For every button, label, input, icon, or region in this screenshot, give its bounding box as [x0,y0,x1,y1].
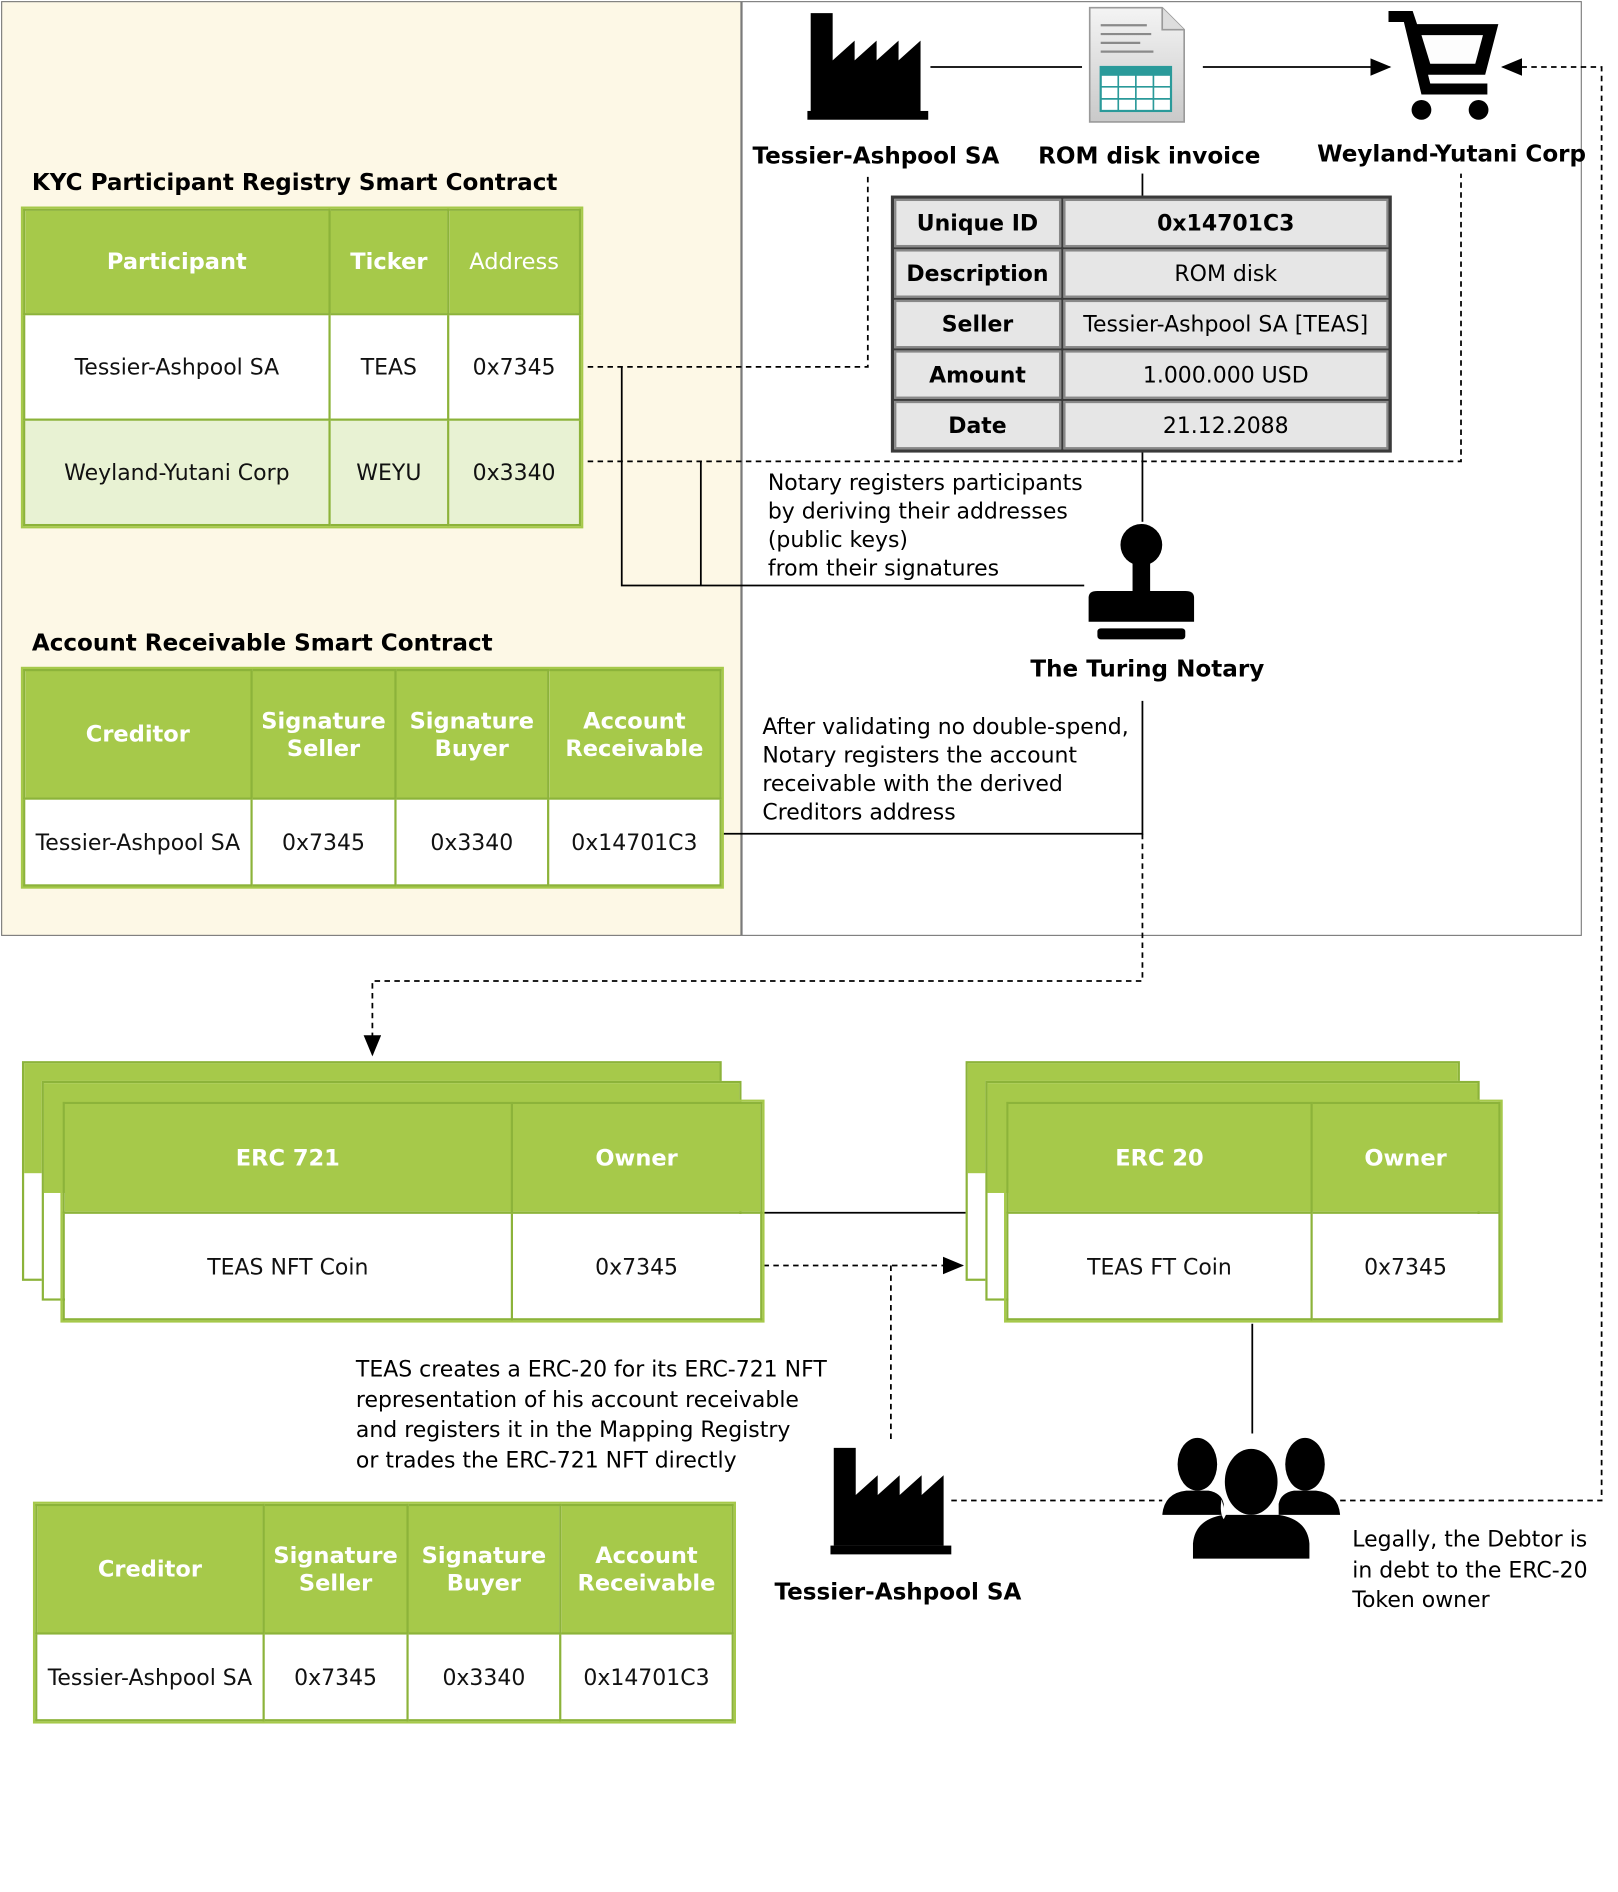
invoice-key: Unique ID [894,198,1061,248]
buyer-label: Weyland-Yutani Corp [1317,140,1587,167]
ar-cell: 0x3340 [394,797,550,887]
note-line: (public keys) [767,526,908,553]
bottom-seller-label: Tessier-Ashpool SA [774,1578,1022,1605]
kyc-cell: 0x7345 [447,313,582,421]
invoice-key: Seller [894,299,1061,349]
invoice-value: 21.12.2088 [1062,400,1389,450]
factory-icon [830,1447,952,1555]
note-line: receivable with the derived [762,770,1063,797]
invoice-value: 1.000.000 USD [1062,350,1389,399]
ar-header-seller: Signature Seller [250,668,397,800]
invoice-value: ROM disk [1062,249,1389,298]
erc20-header: ERC 20 [1006,1101,1313,1214]
kyc-cell: WEYU [328,418,450,527]
note-line: Creditors address [762,798,956,825]
erc20-token-cell: TEAS FT Coin [1006,1211,1313,1321]
right-panel [741,1,1582,936]
token-holders-group-icon [1162,1437,1341,1559]
erc721-owner-header: Owner [510,1101,763,1214]
note-line: from their signatures [767,554,1000,582]
invoice-table: Unique ID 0x14701C3 Description ROM disk… [890,195,1392,453]
notary-label: The Turing Notary [1030,655,1265,683]
invoice-key: Description [894,249,1061,298]
bottom-ar-table: Creditor Signature Seller Signature Buye… [32,1501,736,1724]
kyc-cell: Tessier-Ashpool SA [23,313,331,421]
note-line: After validating no double-spend, [762,712,1129,740]
erc20-table: ERC 20 Owner TEAS FT Coin 0x7345 [1004,1099,1503,1323]
factory-icon [807,13,929,120]
bottom-ar-cell: 0x7345 [262,1632,409,1722]
ar-cell: 0x7345 [250,797,397,887]
mapping-note: TEAS creates a ERC-20 for its ERC-721 NF… [356,1354,827,1475]
note-line: representation of his account receivable [355,1385,799,1413]
note-line: or trades the ERC-721 NFT directly [355,1446,737,1473]
ar-header-receivable: Account Receivable [547,668,722,800]
notary-note-receivable: After validating no double-spend, Notary… [762,712,1128,826]
note-line: Legally, the Debtor is [1352,1525,1588,1553]
kyc-cell: TEAS [328,313,450,421]
ar-title: Account Receivable Smart Contract [31,629,493,656]
erc721-owner-cell: 0x7345 [510,1211,763,1321]
bottom-ar-header-buyer: Signature Buyer [406,1503,562,1635]
erc20-owner-header: Owner [1310,1101,1501,1214]
kyc-header-address: Address [447,208,582,316]
notary-note-participants: Notary registers participants by derivin… [768,468,1083,582]
ar-header-creditor: Creditor [23,668,253,800]
bottom-ar-cell: 0x3340 [406,1632,562,1722]
ar-header-buyer: Signature Buyer [394,668,550,800]
kyc-cell: Weyland-Yutani Corp [23,418,331,527]
invoice-value: 0x14701C3 [1062,198,1389,248]
shopping-cart-icon [1388,10,1499,120]
connectors [363,58,1603,1502]
bottom-ar-cell: 0x14701C3 [559,1632,734,1722]
kyc-registry-table: Participant Ticker Address Tessier-Ashpo… [20,206,584,529]
kyc-cell: 0x3340 [447,418,582,527]
invoice-label: ROM disk invoice [1038,142,1261,170]
bottom-ar-header-receivable: Account Receivable [559,1503,734,1635]
erc721-header: ERC 721 [62,1101,513,1214]
note-line: by deriving their addresses [767,497,1068,524]
invoice-document-icon [1088,6,1186,123]
bottom-ar-header-seller: Signature Seller [262,1503,409,1635]
kyc-header-ticker: Ticker [328,208,450,316]
seller-label: Tessier-Ashpool SA [752,142,1000,170]
invoice-key: Amount [894,350,1061,399]
kyc-header-participant: Participant [23,208,331,316]
kyc-title: KYC Participant Registry Smart Contract [31,169,558,196]
note-line: TEAS creates a ERC-20 for its ERC-721 NF… [355,1355,827,1382]
invoice-value: Tessier-Ashpool SA [TEAS] [1062,299,1389,349]
note-line: Token owner [1352,1586,1490,1613]
erc721-token-cell: TEAS NFT Coin [62,1211,513,1321]
erc721-table: ERC 721 Owner TEAS NFT Coin 0x7345 [60,1099,765,1323]
notary-stamp-icon [1088,523,1195,640]
note-line: in debt to the ERC-20 [1352,1556,1588,1583]
erc20-owner-cell: 0x7345 [1310,1211,1501,1321]
note-line: and registers it in the Mapping Registry [355,1415,791,1443]
note-line: Notary registers the account [762,741,1078,768]
invoice-key: Date [894,400,1061,450]
bottom-ar-cell: Tessier-Ashpool SA [35,1632,265,1722]
bottom-ar-header-creditor: Creditor [35,1503,265,1635]
debtor-note: Legally, the Debtor is in debt to the ER… [1352,1525,1587,1616]
ar-cell: Tessier-Ashpool SA [23,797,253,887]
note-line: Notary registers participants [767,469,1083,496]
ar-table: Creditor Signature Seller Signature Buye… [20,666,724,889]
ar-cell: 0x14701C3 [547,797,722,887]
